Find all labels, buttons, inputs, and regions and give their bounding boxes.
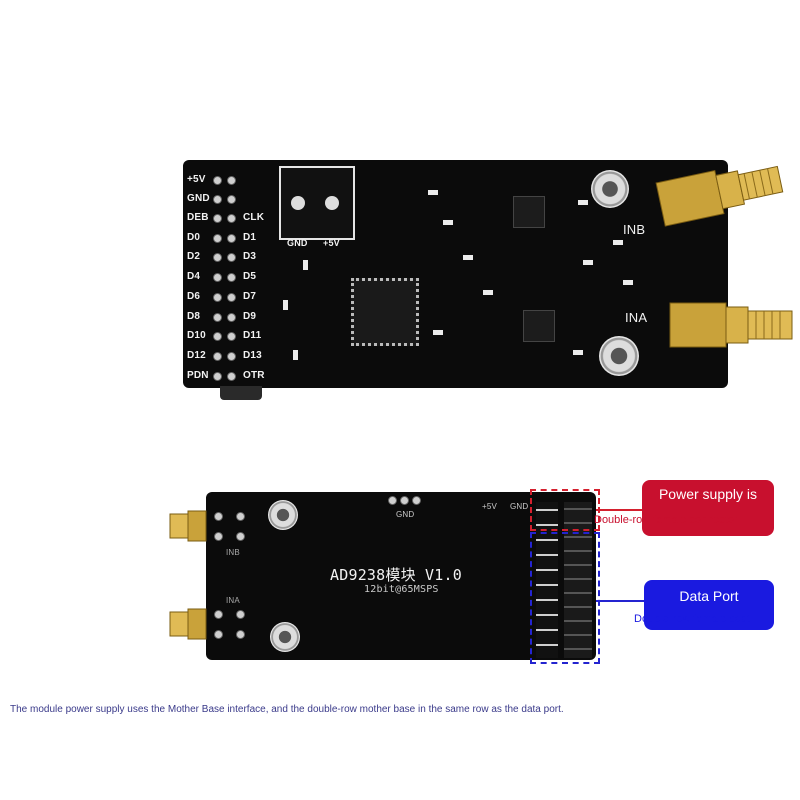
test-pad xyxy=(412,496,421,505)
pin-label: D7 xyxy=(243,291,257,302)
pin-label: D10 xyxy=(187,330,206,341)
power-callout: Power supply is xyxy=(642,480,774,536)
pin-label: D6 xyxy=(187,291,201,302)
pin-label: D9 xyxy=(243,311,257,322)
pin-label: D4 xyxy=(187,271,201,282)
ina-label: INA xyxy=(625,310,648,325)
ic-chip xyxy=(513,196,545,228)
data-callout: Data Port xyxy=(644,580,774,630)
pin-label: D0 xyxy=(187,232,201,243)
test-pad xyxy=(400,496,409,505)
sma-connector-icon xyxy=(169,608,207,640)
pin-label: D5 xyxy=(243,271,257,282)
data-port-outline xyxy=(530,532,600,664)
data-callout-subtitle: Double-row female seat xyxy=(634,613,751,625)
pin-label: OTR xyxy=(243,370,265,381)
module-subtitle: 12bit@65MSPS xyxy=(364,584,439,595)
gnd-label: GND xyxy=(396,510,415,519)
data-port-pads xyxy=(536,502,594,658)
screw-icon xyxy=(325,196,339,210)
power-header-outline xyxy=(530,489,600,531)
mounting-hole xyxy=(591,170,629,208)
terminal-vcc-label: +5V xyxy=(323,238,340,248)
pin-label: D12 xyxy=(187,350,206,361)
sma-connector-icon xyxy=(169,510,207,542)
pin-label: DEB xyxy=(187,212,209,223)
pin-label: D11 xyxy=(243,330,262,341)
top-board-pcb: +5V GND DEB D0 D2 D4 D6 D8 D10 D12 PDN C… xyxy=(183,160,728,388)
pin-label: D1 xyxy=(243,232,257,243)
data-callout-title: Data Port xyxy=(679,588,739,604)
pin-label: D13 xyxy=(243,350,262,361)
pin-label: CLK xyxy=(243,212,265,223)
gnd-header-label: GND xyxy=(510,502,529,511)
terminal-gnd-label: GND xyxy=(287,238,308,248)
test-pad xyxy=(388,496,397,505)
mounting-hole xyxy=(268,500,298,530)
adc-chip xyxy=(351,278,419,346)
pin-label: D8 xyxy=(187,311,201,322)
ic-chip xyxy=(523,310,555,342)
inb-label: INB xyxy=(226,548,240,557)
power-callout-subtitle: Double-row female connector xyxy=(594,514,738,526)
pin-label: GND xyxy=(187,193,210,204)
module-title: AD9238模块 V1.0 xyxy=(330,566,462,584)
inb-label: INB xyxy=(623,222,646,237)
mounting-hole xyxy=(599,336,639,376)
vcc-header-label: +5V xyxy=(482,502,498,511)
screw-terminal xyxy=(279,166,355,240)
sma-connector-icon xyxy=(669,302,793,348)
mounting-hole xyxy=(270,622,300,652)
screw-icon xyxy=(291,196,305,210)
caption-text: The module power supply uses the Mother … xyxy=(10,704,564,715)
pin-label: PDN xyxy=(187,370,209,381)
pin-label: D2 xyxy=(187,251,201,262)
sma-connector-icon xyxy=(655,165,784,227)
data-connector-line xyxy=(596,600,644,602)
pin-label: +5V xyxy=(187,174,206,185)
pin-label: D3 xyxy=(243,251,257,262)
power-callout-title: Power supply is xyxy=(658,486,758,502)
ina-label: INA xyxy=(226,596,240,605)
power-connector-line xyxy=(596,509,644,511)
board-shadow xyxy=(220,386,262,400)
